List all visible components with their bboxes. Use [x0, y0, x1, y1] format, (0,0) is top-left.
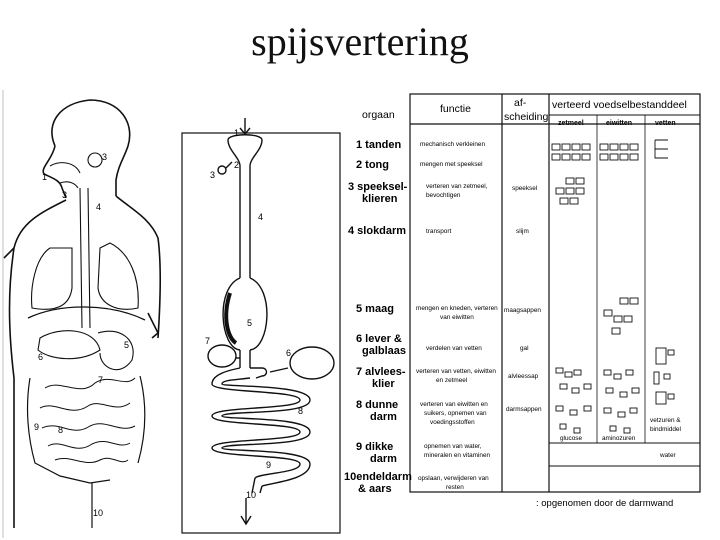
header-protein: eiwitten — [606, 120, 632, 127]
header-secretion-2: scheiding — [504, 111, 549, 123]
tract-diagram-frame — [181, 132, 341, 534]
function-text: resten — [446, 484, 464, 491]
product-fatty-acids: vetzuren & — [650, 417, 681, 424]
svg-text:6: 6 — [286, 348, 291, 358]
secretion-column: speeksel slijm maagsappen gal alvleessap… — [504, 185, 542, 413]
svg-text:2: 2 — [234, 160, 239, 170]
function-text: verteren van eiwitten en — [420, 401, 488, 408]
secretion-text: speeksel — [512, 185, 537, 192]
svg-text:7: 7 — [205, 336, 210, 346]
function-text: van eiwitten — [440, 314, 474, 321]
secretion-text: alvleessap — [508, 373, 539, 380]
organ-label: 10endeldarm — [344, 471, 412, 483]
organ-label: 7 alvlees- — [356, 366, 406, 378]
function-text: mengen met speeksel — [420, 161, 483, 168]
product-water: water — [659, 452, 676, 459]
digestive-tract-schematic — [207, 118, 335, 526]
function-text: mechanisch verkleinen — [420, 141, 485, 148]
product-glucose: glucose — [560, 435, 582, 442]
svg-text:8: 8 — [58, 425, 63, 435]
secretion-text: maagsappen — [504, 307, 541, 314]
function-text: en zetmeel — [436, 377, 467, 384]
secretion-text: darmsappen — [506, 406, 542, 413]
organ-column: 1 tanden 2 tong 3 speeksel- klieren 4 sl… — [344, 139, 412, 495]
svg-text:3: 3 — [210, 170, 215, 180]
organ-label: klier — [372, 378, 395, 390]
svg-text:5: 5 — [247, 318, 252, 328]
organ-label: klieren — [362, 193, 398, 205]
organ-label: & aars — [358, 483, 392, 495]
body-number-labels: 3 1 4 3 5 6 7 9 8 10 — [34, 152, 129, 518]
svg-text:1: 1 — [42, 172, 47, 182]
slide-title: spijsvertering — [251, 19, 469, 64]
function-text: opnemen van water, — [424, 443, 482, 450]
organ-label: 5 maag — [356, 303, 394, 315]
function-text: verteren van vetten, eiwitten — [416, 368, 496, 375]
header-digested: verteerd voedselbestanddeel — [552, 99, 687, 111]
svg-text:5: 5 — [124, 340, 129, 350]
organ-label: 2 tong — [356, 159, 389, 171]
starch-chain-icon — [551, 143, 591, 161]
svg-text:4: 4 — [96, 202, 101, 212]
footnote: : opgenomen door de darmwand — [536, 498, 673, 509]
svg-text:4: 4 — [258, 212, 263, 222]
digestion-table — [409, 93, 701, 493]
function-text: mineralen en vitaminen — [424, 452, 491, 459]
fat-molecule-icon — [654, 139, 668, 159]
function-text: opslaan, verwijderen van — [418, 475, 489, 482]
header-secretion-1: af- — [514, 97, 527, 109]
function-text: suikers, opnemen van — [424, 410, 487, 417]
svg-text:10: 10 — [93, 508, 103, 518]
secretion-text: gal — [520, 345, 529, 352]
organ-label: 9 dikke — [356, 441, 393, 453]
function-text: mengen en kneden, verteren — [416, 305, 498, 312]
function-text: bevochtigen — [426, 192, 461, 199]
protein-chain-icon — [599, 143, 639, 161]
function-column: mechanisch verkleinen mengen met speekse… — [416, 141, 498, 491]
svg-text:3: 3 — [62, 190, 67, 200]
function-text: transport — [426, 228, 451, 235]
organ-label: darm — [370, 411, 397, 423]
molecule-chain-icons — [551, 139, 675, 434]
header-function: functie — [440, 103, 471, 115]
product-amino-acids: aminozuren — [602, 435, 636, 442]
organ-label: 6 lever & — [356, 333, 402, 345]
organ-label: 4 slokdarm — [348, 225, 406, 237]
organ-label: 3 speeksel- — [348, 181, 408, 193]
svg-text:10: 10 — [246, 490, 256, 500]
organ-label: 8 dunne — [356, 399, 398, 411]
function-text: verdelen van vetten — [426, 345, 482, 352]
function-text: verteren van zetmeel, — [426, 183, 488, 190]
organ-label: 1 tanden — [356, 139, 402, 151]
starch-fragment-icon — [555, 367, 592, 434]
organ-label: galblaas — [362, 345, 406, 357]
header-starch: zetmeel — [558, 120, 584, 127]
svg-text:9: 9 — [266, 460, 271, 470]
svg-text:6: 6 — [38, 352, 43, 362]
human-body-illustration — [3, 99, 162, 528]
svg-text:7: 7 — [98, 375, 103, 385]
protein-fragment-icon — [603, 297, 639, 335]
header-organ: orgaan — [362, 109, 395, 121]
product-binder: bindmiddel — [650, 426, 681, 433]
svg-text:9: 9 — [34, 422, 39, 432]
function-text: voedingsstoffen — [430, 419, 475, 426]
svg-text:3: 3 — [102, 152, 107, 162]
fatty-acid-icon — [653, 347, 675, 405]
svg-text:8: 8 — [298, 406, 303, 416]
starch-fragment-icon — [555, 177, 585, 205]
organ-label: darm — [370, 453, 397, 465]
tract-number-labels: 1 2 3 4 5 6 7 8 9 10 — [205, 128, 303, 500]
protein-fragment-icon — [603, 369, 640, 434]
svg-text:1: 1 — [234, 128, 239, 138]
digestive-system-figure: 3 1 4 3 5 6 7 9 8 10 — [2, 90, 701, 538]
secretion-text: slijm — [516, 228, 529, 235]
header-fats: vetten — [655, 120, 676, 127]
